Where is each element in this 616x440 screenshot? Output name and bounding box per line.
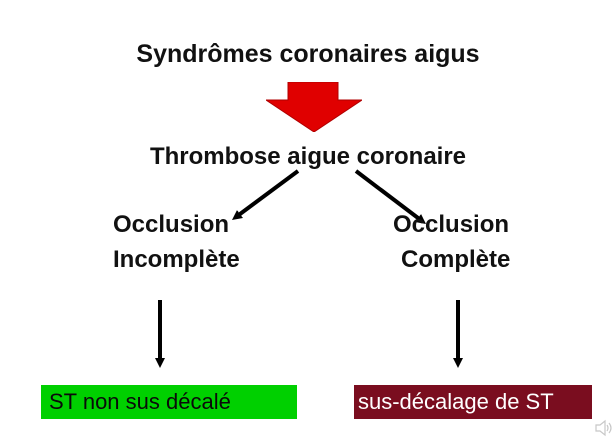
node-line1: Occlusion: [393, 211, 510, 238]
big-down-arrow-icon: [266, 82, 362, 132]
node-line2: Complète: [401, 246, 511, 273]
node-line2: Incomplète: [113, 246, 240, 273]
arrow-to-incomplete: [231, 169, 300, 220]
arrow-to-complete: [354, 169, 426, 225]
node-occlusion-incomplete: Occlusion Incomplète: [113, 207, 240, 277]
outcome-st-non-sus-decale: ST non sus décalé: [41, 385, 297, 419]
node-line1: Occlusion: [113, 211, 230, 238]
diagram-subtitle: Thrombose aigue coronaire: [149, 143, 467, 170]
outcome-sus-decalage-st: sus-décalage de ST: [354, 385, 592, 419]
speaker-icon[interactable]: [594, 418, 614, 438]
diagram-title: Syndrômes coronaires aigus: [136, 40, 480, 68]
node-occlusion-complete: Occlusion Complète: [393, 207, 510, 277]
